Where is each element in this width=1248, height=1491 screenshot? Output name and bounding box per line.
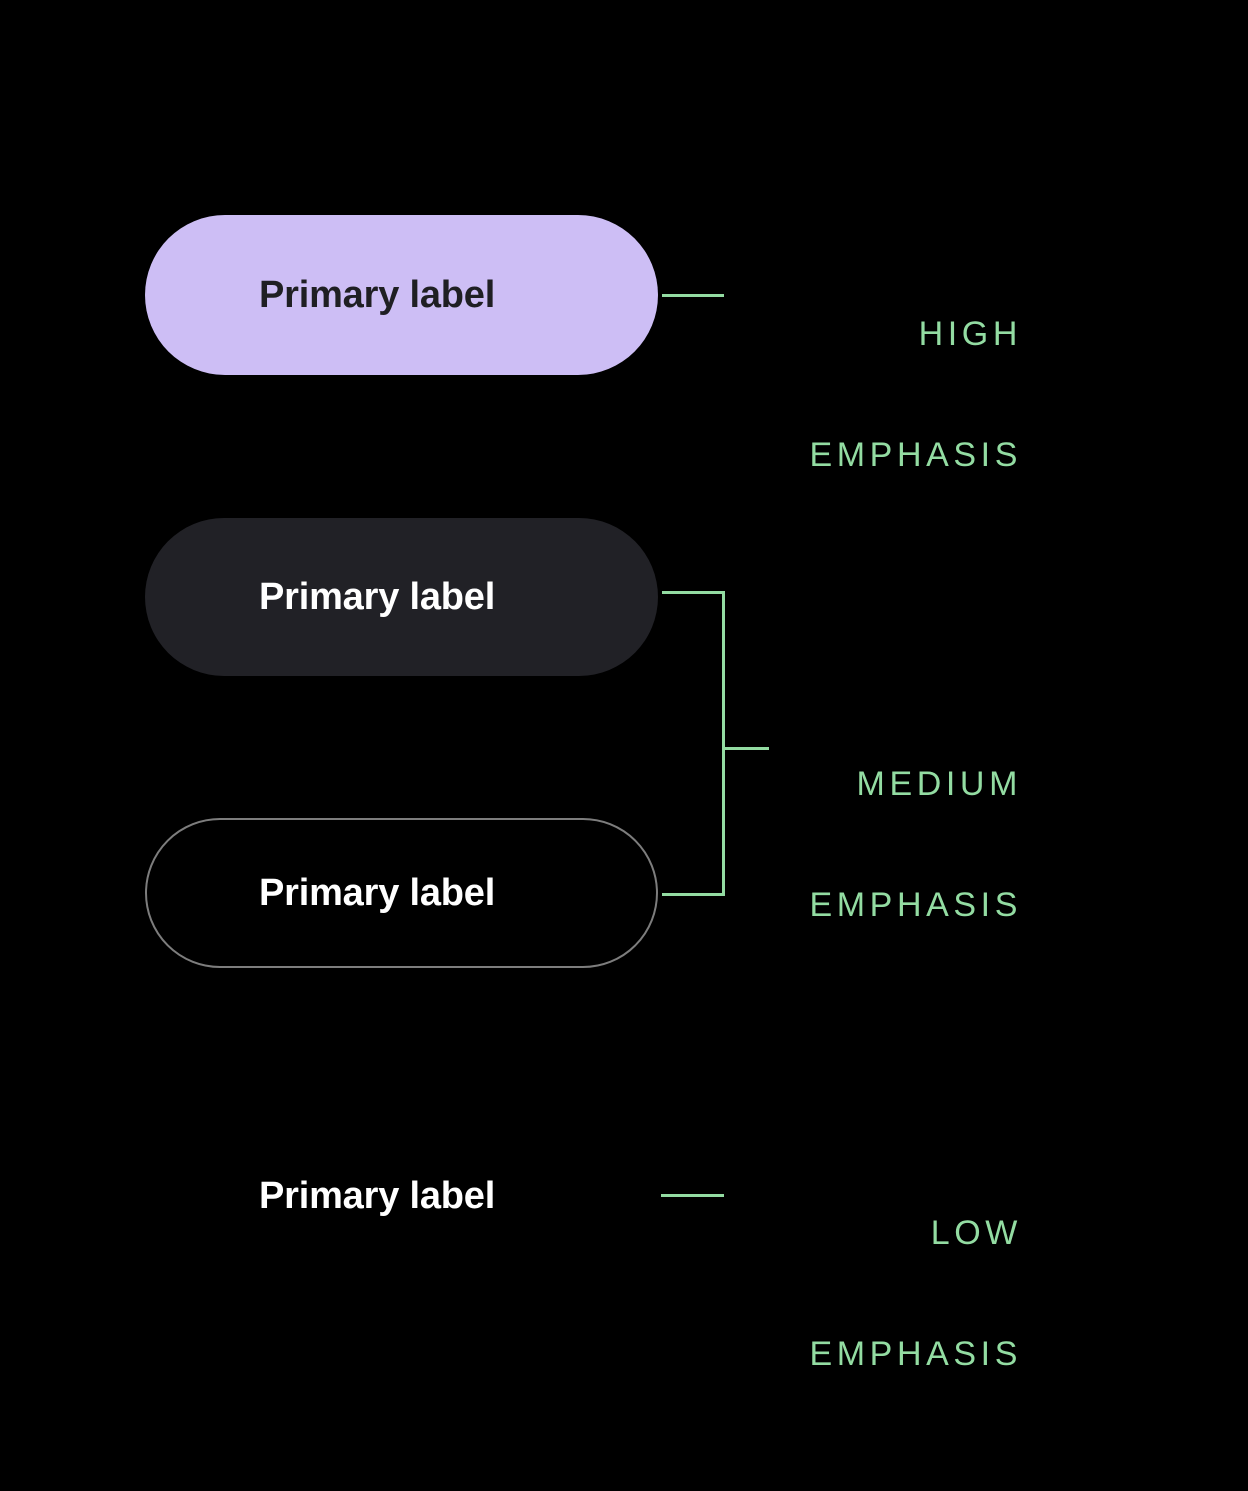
primary-button-filled-label: Primary label bbox=[259, 274, 496, 316]
annotation-high-emphasis-line1: HIGH bbox=[918, 314, 1022, 353]
primary-button-outlined-label: Primary label bbox=[259, 872, 496, 914]
primary-button-text-label: Primary label bbox=[259, 1175, 496, 1217]
primary-button-outlined[interactable]: Primary label bbox=[145, 818, 658, 968]
annotation-high-emphasis: HIGH EMPHASIS bbox=[809, 243, 1022, 546]
primary-button-tonal[interactable]: Primary label bbox=[145, 518, 658, 676]
primary-button-text[interactable]: Primary label bbox=[145, 1168, 658, 1224]
annotation-high-emphasis-line2: EMPHASIS bbox=[809, 435, 1022, 474]
annotation-low-emphasis-line1: LOW bbox=[930, 1213, 1022, 1252]
annotation-low-emphasis: LOW EMPHASIS bbox=[809, 1142, 1022, 1445]
connector-bracket-vertical bbox=[722, 591, 725, 896]
primary-button-filled[interactable]: Primary label bbox=[145, 215, 658, 375]
primary-button-tonal-label: Primary label bbox=[259, 576, 496, 618]
connector-line-high bbox=[662, 294, 724, 297]
connector-bracket-stub bbox=[722, 747, 769, 750]
connector-bracket-bottom bbox=[662, 893, 725, 896]
annotation-medium-emphasis: MEDIUM EMPHASIS bbox=[809, 693, 1022, 996]
annotation-medium-emphasis-line2: EMPHASIS bbox=[809, 885, 1022, 924]
annotation-medium-emphasis-line1: MEDIUM bbox=[856, 764, 1022, 803]
connector-line-low bbox=[661, 1194, 724, 1197]
annotation-low-emphasis-line2: EMPHASIS bbox=[809, 1334, 1022, 1373]
connector-bracket-top bbox=[662, 591, 725, 594]
